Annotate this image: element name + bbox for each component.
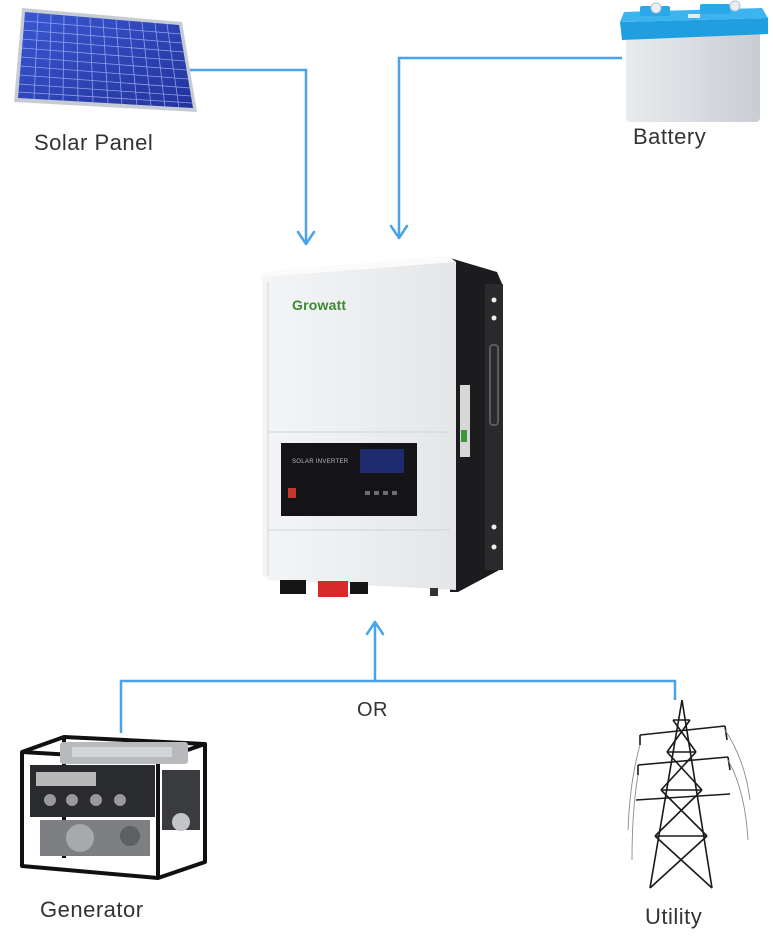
solar-panel-label: Solar Panel <box>34 130 154 155</box>
battery-label: Battery <box>633 124 707 149</box>
solar-panel-image <box>14 8 197 112</box>
generator-image <box>20 735 207 880</box>
connector-arrowheads <box>296 224 409 636</box>
connector-battery-to-inverter <box>397 56 622 236</box>
connector-solar-to-inverter <box>188 68 308 242</box>
connector-lines <box>119 56 677 733</box>
inverter-panel-text: SOLAR INVERTER <box>292 459 349 465</box>
connector-or-line <box>119 679 677 733</box>
arrowhead-solar <box>296 230 316 246</box>
or-label: OR <box>357 699 388 721</box>
utility-pylon-image <box>627 699 751 889</box>
arrowhead-inverter-up <box>365 620 385 636</box>
inverter-brand-logo: Growatt <box>292 297 347 313</box>
utility-label: Utility <box>645 904 703 929</box>
generator-label: Generator <box>40 897 144 922</box>
arrowhead-battery <box>389 224 409 240</box>
battery-image <box>620 0 768 122</box>
inverter-image <box>262 256 503 597</box>
